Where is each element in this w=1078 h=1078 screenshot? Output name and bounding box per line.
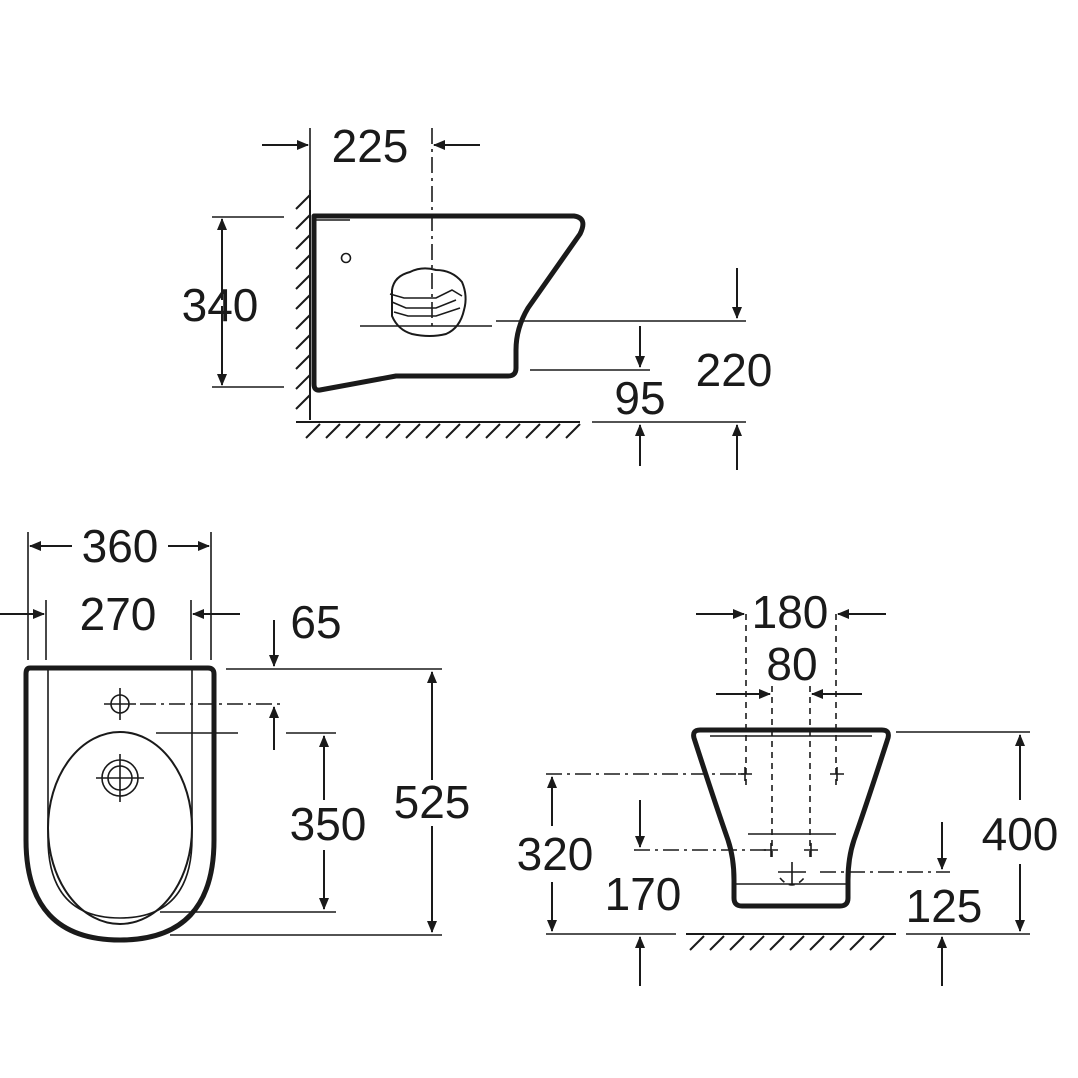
- dim-side-width: 225: [262, 120, 480, 190]
- dim-length: 525: [394, 671, 471, 933]
- dim-back-height: 400: [982, 734, 1059, 932]
- upper-fixing-icons: [738, 767, 844, 781]
- dim-outlet-height: 220: [496, 268, 772, 470]
- floor-hatching: [296, 421, 581, 439]
- dim-180-label: 180: [752, 586, 829, 638]
- dim-side-height: 340: [182, 216, 284, 388]
- dim-80-label: 80: [766, 638, 817, 690]
- outlet-section: [389, 267, 467, 337]
- dim-inlet-spacing: 80: [716, 638, 862, 699]
- wall-hatching: [295, 190, 311, 420]
- drain-hole-icon: [96, 754, 144, 802]
- back-floor-hatching: [686, 933, 896, 951]
- bidet-back-outline: [691, 727, 891, 909]
- dim-fixing-spacing: 180: [696, 586, 886, 638]
- dim-inner-width: 270: [0, 588, 240, 660]
- dim-340-label: 340: [182, 279, 259, 331]
- bowl-outline: [47, 731, 193, 925]
- dim-95-label: 95: [614, 372, 665, 424]
- bidet-side-outline: [311, 213, 586, 393]
- dim-bottom-clearance: 95: [530, 326, 666, 466]
- dim-125-label: 125: [906, 880, 983, 932]
- dim-225-label: 225: [332, 120, 409, 172]
- dim-270-label: 270: [80, 588, 157, 640]
- dim-upper-fixing-height: 320: [517, 776, 594, 932]
- dim-350-label: 350: [290, 798, 367, 850]
- tap-hole-icon: [104, 688, 136, 720]
- dim-400-label: 400: [982, 808, 1059, 860]
- dim-rim-offset: 65: [269, 596, 342, 750]
- dim-220-label: 220: [696, 344, 773, 396]
- dim-65-label: 65: [290, 596, 341, 648]
- overflow-hole: [340, 252, 352, 264]
- dim-320-label: 320: [517, 828, 594, 880]
- top-view: 360 270 65 350 525: [0, 520, 471, 943]
- dim-overall-width: 360: [27, 520, 212, 660]
- dim-back-outlet-height: 125: [906, 822, 983, 986]
- lower-fixing-icons: [764, 843, 818, 886]
- dim-525-label: 525: [394, 776, 471, 828]
- back-view: 180 80 400 320 170 125: [517, 586, 1059, 986]
- dim-lower-fixing-height: 170: [605, 800, 682, 986]
- dim-tap-to-bowl: 350: [290, 735, 367, 910]
- dim-360-label: 360: [82, 520, 159, 572]
- rim-inner-line: [47, 668, 193, 919]
- bidet-top-outline: [23, 665, 217, 943]
- dim-170-label: 170: [605, 868, 682, 920]
- side-view: 225 340 220 95: [182, 120, 772, 470]
